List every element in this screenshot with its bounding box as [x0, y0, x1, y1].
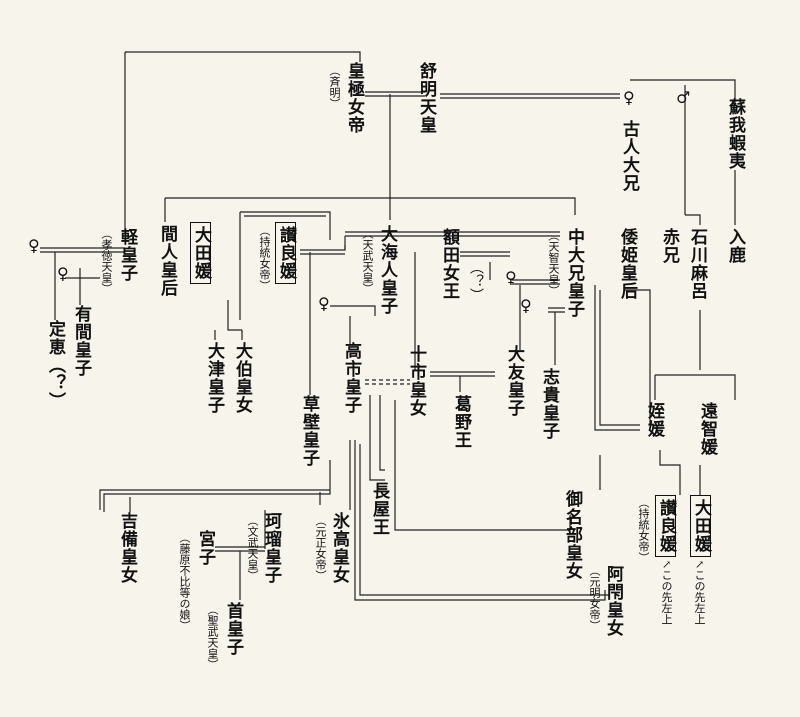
female-symbol-shiki: ♀ [520, 296, 532, 315]
miyako-alt: （藤原不比等の娘） [178, 532, 191, 631]
kadono: 葛野王 [451, 395, 471, 449]
note-sarara: ↖この先左上 [660, 560, 673, 625]
oama: 大海人皇子 [377, 225, 397, 315]
akae: 赤兄 [659, 228, 679, 264]
kusakabe: 草壁皇子 [299, 395, 319, 467]
otomo: 大友皇子 [504, 345, 524, 417]
ahe-alt: （元明女帝） [588, 565, 601, 631]
male-symbol-ishikawa: ♂ [676, 88, 691, 107]
ota: 大田媛 [190, 222, 211, 284]
oama-alt: （天武天皇） [361, 228, 374, 294]
tochi: 十市皇女 [406, 345, 426, 417]
emishi: 蘇我蝦夷 [725, 98, 745, 170]
ota-2: 大田媛 [690, 495, 711, 557]
nakano-alt: （天智天皇） [547, 230, 560, 296]
karu-alt: （孝徳天皇） [100, 228, 113, 294]
sarara: 讃良媛 [275, 222, 296, 284]
female-symbol-otomo: ♀ [505, 268, 517, 287]
minabe: 御名部皇女 [562, 490, 582, 580]
female-symbol-karu: ♀ [28, 236, 40, 255]
ishikawa: 石川麻呂 [687, 228, 707, 300]
note-ota: ↖この先左上 [693, 560, 706, 625]
ochi: 遠智媛 [697, 402, 717, 456]
kogyoku: 皇極女帝 [344, 62, 364, 134]
karu-2-alt: （文武天皇） [246, 515, 259, 581]
unknown: （？） [468, 260, 484, 302]
miyako: 宮子 [195, 530, 215, 566]
sarara-2-alt: （持統女帝） [637, 497, 650, 563]
oku: 大伯皇女 [232, 342, 252, 414]
female-symbol-furuhito: ♀ [623, 88, 635, 107]
yamato-hime: 倭姫皇后 [617, 228, 637, 300]
female-symbol-arima: ♀ [57, 264, 69, 283]
sarara-alt: （持統女帝） [258, 225, 271, 291]
ahe: 阿閇皇女 [603, 565, 623, 637]
takechi: 高市皇子 [341, 342, 361, 414]
jomei: 舒明天皇 [416, 62, 436, 134]
otsu: 大津皇子 [204, 342, 224, 414]
arima: 有間皇子 [71, 305, 91, 377]
nagaya: 長屋王 [369, 482, 389, 536]
nukata: 額田女王 [439, 228, 459, 300]
mei: 姪媛 [644, 402, 664, 438]
obito: 首皇子 [223, 602, 243, 656]
hashihito: 間人皇后 [157, 225, 177, 297]
kibi: 吉備皇女 [117, 512, 137, 584]
nakano: 中大兄皇子 [564, 228, 584, 318]
kogyoku-alt: （斉明） [328, 65, 341, 109]
hidaka-alt: （元正女帝） [314, 515, 327, 581]
iruka: 入鹿 [725, 228, 745, 264]
jo-e: 定恵（？） [45, 320, 65, 410]
female-symbol-takechi: ♀ [318, 294, 330, 313]
sarara-2: 讃良媛 [655, 495, 676, 557]
hidaka: 氷高皇女 [329, 512, 349, 584]
karu: 軽皇子 [117, 228, 137, 282]
obito-alt: （聖武天皇） [206, 604, 219, 670]
shiki: 志貴皇子 [539, 368, 559, 440]
furuhito: 古人大兄 [619, 120, 639, 192]
karu-2: 珂瑠皇子 [261, 512, 281, 584]
